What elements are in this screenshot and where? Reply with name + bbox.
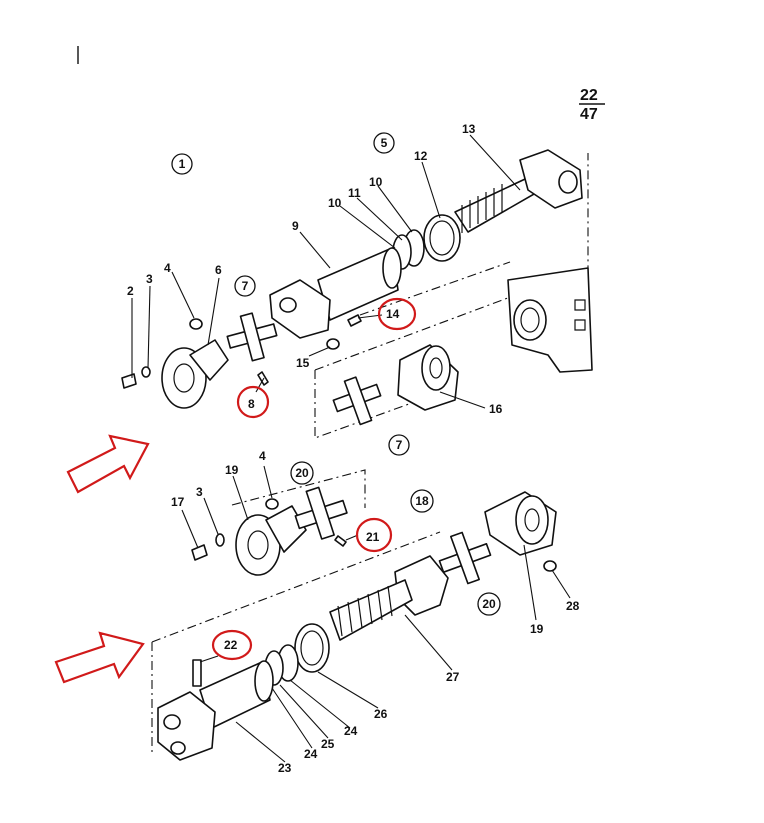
label-16: 16 (489, 402, 503, 416)
label-19: 19 (225, 463, 239, 477)
washer-3 (141, 366, 151, 378)
label-11: 11 (348, 186, 361, 200)
callout-5: 5 (373, 132, 395, 154)
label-6: 6 (215, 263, 222, 277)
label-26: 26 (374, 707, 388, 721)
lower-dash-upper (231, 469, 366, 508)
label-17: 17 (171, 495, 185, 509)
grease-nipple-21 (334, 535, 347, 547)
label-2: 2 (127, 284, 134, 298)
label-22: 22 (224, 638, 238, 652)
label-10a: 10 (328, 196, 342, 210)
label-4b: 4 (259, 449, 266, 463)
label-4: 4 (164, 261, 171, 275)
lower-assembly (151, 469, 557, 761)
label-8: 8 (248, 397, 255, 411)
callout-1: 1 (171, 153, 193, 175)
lower-dash-long (151, 531, 441, 643)
label-24a: 24 (304, 747, 318, 761)
label-15: 15 (296, 356, 310, 370)
highlight-14 (377, 297, 417, 331)
callout-20a: 20 (290, 461, 314, 485)
svg-text:20: 20 (482, 597, 496, 611)
label-23: 23 (278, 761, 292, 775)
label-12: 12 (414, 149, 428, 163)
gearbox-housing (507, 267, 593, 373)
label-14: 14 (386, 307, 400, 321)
callout-7a: 7 (234, 275, 256, 297)
bolt-2 (121, 373, 137, 389)
svg-text:7: 7 (242, 279, 249, 293)
callout-18: 18 (410, 489, 434, 513)
highlight-8 (236, 385, 270, 419)
label-24b: 24 (344, 724, 358, 738)
pointer-arrow-upper (66, 434, 150, 494)
splined-shaft-27 (329, 579, 413, 641)
page-numerator: 22 (580, 87, 598, 104)
grease-nipple-14 (347, 314, 362, 327)
universal-joint-cross-20a (294, 486, 348, 540)
universal-joint-cross-7b (332, 376, 382, 426)
grease-nipple-22 (192, 659, 202, 687)
label-21: 21 (366, 530, 380, 544)
label-9: 9 (292, 219, 299, 233)
ring-28 (543, 560, 557, 572)
label-25: 25 (321, 737, 335, 751)
lower-leaders (181, 465, 571, 763)
svg-text:18: 18 (415, 494, 429, 508)
universal-joint-cross-20b (438, 531, 492, 585)
bolt-17 (191, 544, 208, 561)
upper-assembly (121, 149, 593, 439)
svg-text:1: 1 (179, 157, 186, 171)
yoke-23 (157, 691, 216, 761)
universal-joint-cross-7a (226, 312, 278, 362)
svg-text:5: 5 (381, 136, 388, 150)
label-28: 28 (566, 599, 580, 613)
svg-text:7: 7 (396, 438, 403, 452)
label-3b: 3 (196, 485, 203, 499)
pointer-arrow-lower (54, 631, 145, 684)
yoke-9 (269, 279, 331, 339)
page-number: 22 47 (579, 87, 605, 123)
flange-6 (161, 347, 207, 409)
highlight-21 (355, 517, 393, 553)
label-19b: 19 (530, 622, 544, 636)
label-27: 27 (446, 670, 460, 684)
page-denominator: 47 (580, 106, 598, 123)
callout-20b: 20 (477, 592, 501, 616)
label-13: 13 (462, 122, 476, 136)
svg-text:20: 20 (295, 466, 309, 480)
grease-nipple-8 (257, 371, 269, 386)
nut-4b (265, 498, 279, 510)
label-10b: 10 (369, 175, 383, 189)
ring-15 (326, 338, 340, 350)
upper-leaders (131, 134, 521, 409)
upper-dash-line (359, 261, 511, 316)
callout-7b: 7 (388, 434, 410, 456)
highlight-22 (211, 629, 253, 661)
washer-3b (215, 533, 225, 547)
nut-4 (189, 318, 203, 330)
label-3: 3 (146, 272, 153, 286)
